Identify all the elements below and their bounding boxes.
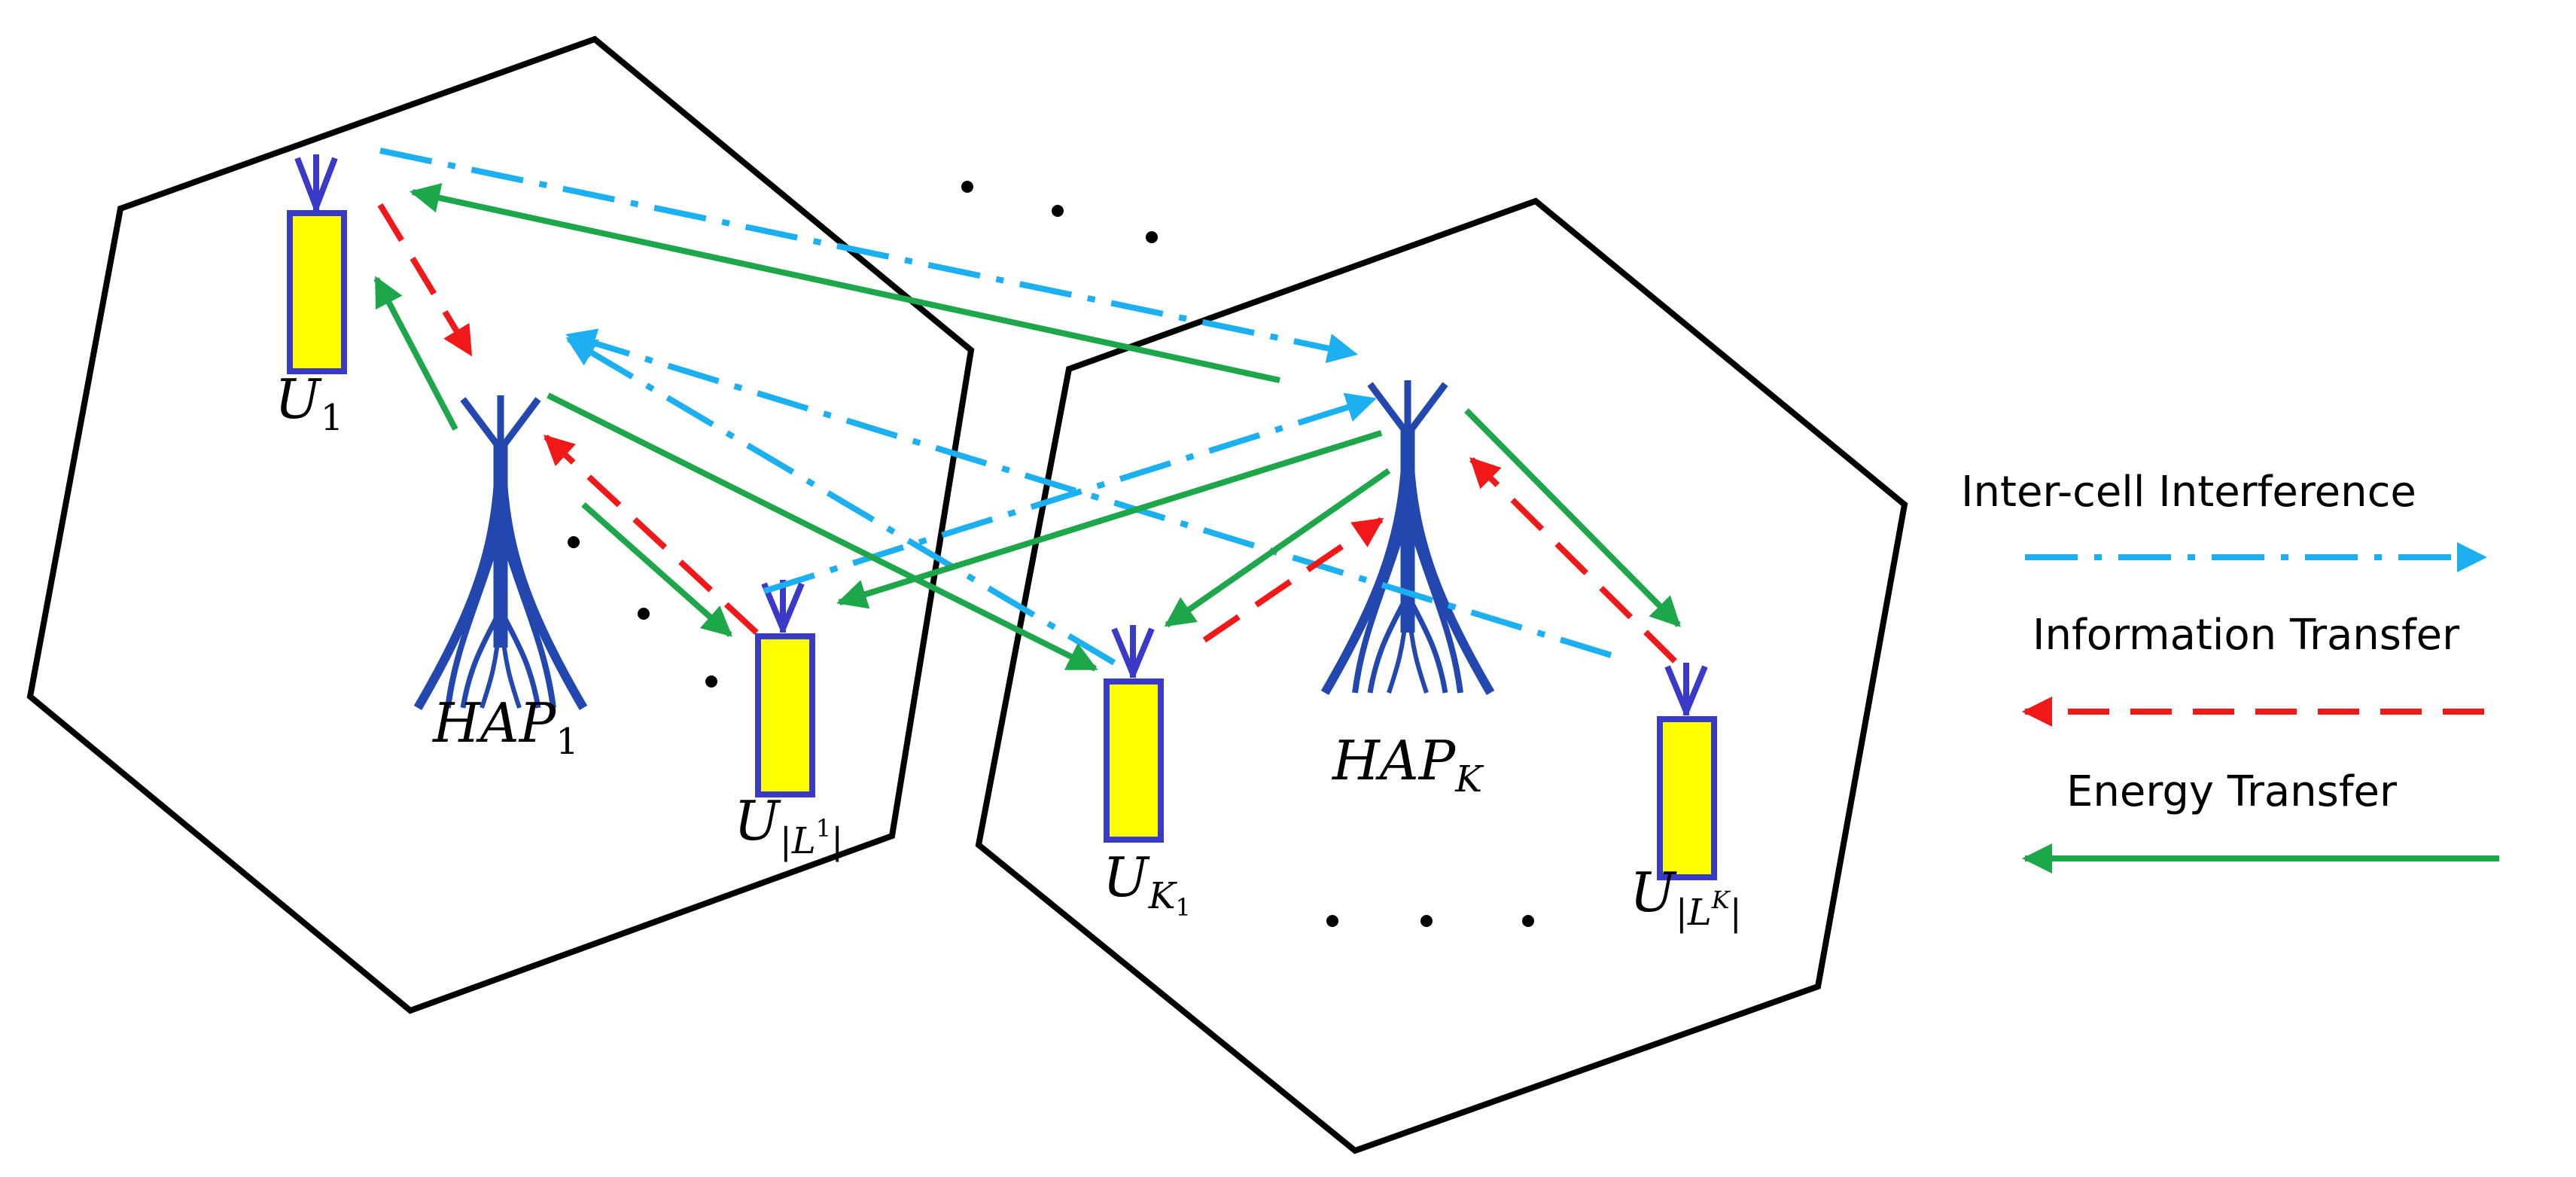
energy-arrow-hapk-to-u1 <box>410 183 1280 383</box>
energy-arrow-hapk-to-ul1 <box>836 430 1383 609</box>
user-device-icon <box>755 633 815 797</box>
interference-arrow-u1-to-hapk <box>379 148 1358 364</box>
user-device-ul1 <box>755 580 815 797</box>
energy-arrow-hap1-to-uk1 <box>547 392 1098 672</box>
legend: Inter-cell Interference Information Tran… <box>1961 468 2499 874</box>
user-device-u1 <box>287 154 347 374</box>
cell-left-hexagon <box>26 35 975 1014</box>
user-device-icon <box>287 210 347 374</box>
energy-arrow-hap1-to-u1 <box>373 276 458 431</box>
antenna-icon <box>294 154 338 211</box>
legend-energy-label: Energy Transfer <box>2066 767 2398 816</box>
antenna-icon <box>1664 663 1708 715</box>
label-u1: U1 <box>275 367 343 439</box>
label-hapk: HAPK <box>1331 729 1484 800</box>
legend-information-label: Information Transfer <box>2032 611 2460 660</box>
user-device-icon <box>1657 716 1717 880</box>
ellipsis-dots-top <box>961 181 1158 243</box>
hapk-tower-icon <box>1325 380 1490 693</box>
interference-arrow-ulk-to-hap1 <box>565 328 1612 658</box>
label-ulk: U|LK| <box>1630 861 1742 934</box>
energy-arrow-hapk-to-uk1 <box>1164 468 1391 628</box>
ellipsis-dots-left-cell <box>568 536 717 688</box>
user-device-uk1 <box>1104 625 1164 843</box>
label-uk1: UK1 <box>1103 846 1191 922</box>
label-hap1: HAP1 <box>431 691 579 763</box>
energy-arrow-hapk-to-ulk <box>1464 408 1681 627</box>
label-ul1: U|L1| <box>734 789 843 862</box>
cell-right-hexagon <box>975 197 1908 1154</box>
legend-interference-label: Inter-cell Interference <box>1961 468 2416 517</box>
info-arrow-ul1-to-hap1 <box>544 435 759 635</box>
antenna-icon <box>1111 625 1155 678</box>
interference-arrow-hapk-to-hap1 <box>565 336 1116 666</box>
info-arrow-uk1-to-hapk <box>1202 517 1384 643</box>
ellipsis-dots-right-cell <box>1326 915 1534 927</box>
interference-arrow-ul1-to-hapk <box>763 392 1377 594</box>
info-arrow-u1-to-hap1 <box>377 203 473 357</box>
user-device-icon <box>1104 678 1164 843</box>
energy-arrow-hap1-to-ul1 <box>581 502 732 637</box>
hap1-tower-icon <box>418 395 583 708</box>
user-device-ulk <box>1657 663 1717 880</box>
info-arrow-ulk-to-hapk <box>1469 457 1677 663</box>
